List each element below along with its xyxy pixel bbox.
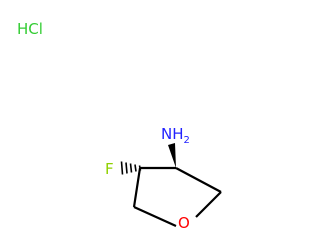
amine-label: NH2 xyxy=(161,125,190,146)
amine-h: H xyxy=(172,125,183,143)
bond-c5-c4 xyxy=(132,167,142,208)
amine-n: N xyxy=(161,125,172,143)
fluorine-label: F xyxy=(105,160,114,178)
structure-diagram: HCl O F NH2 xyxy=(17,20,222,232)
hash-bond-fluorine xyxy=(120,161,142,175)
bond-o-c5 xyxy=(133,205,177,228)
hcl-label: HCl xyxy=(17,20,43,38)
bond-c2-o xyxy=(195,191,222,218)
bond-c3-c2 xyxy=(175,167,222,193)
oxygen-label: O xyxy=(178,214,190,232)
wedge-bond-amine xyxy=(168,143,176,168)
amine-subscript-2: 2 xyxy=(184,135,190,146)
